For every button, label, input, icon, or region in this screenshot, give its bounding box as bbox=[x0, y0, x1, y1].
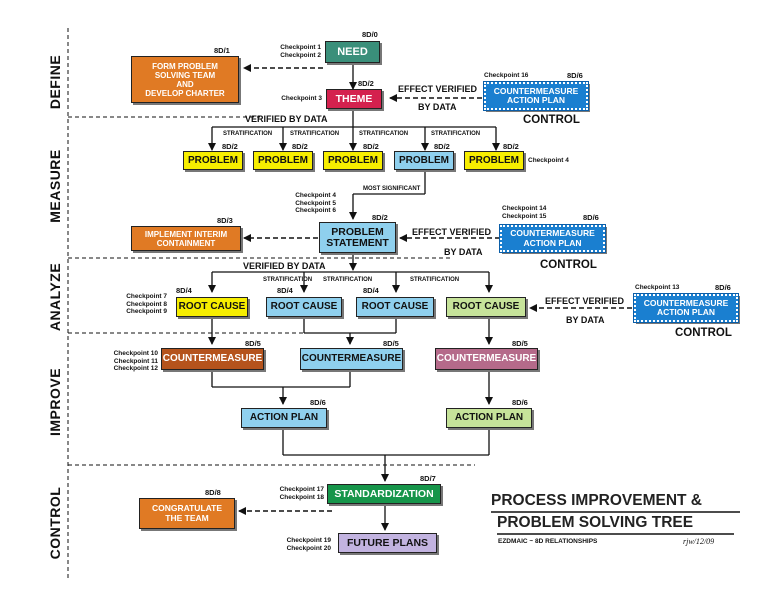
phase-define-label: DEFINE bbox=[47, 54, 63, 110]
phase-control-label: CONTROL bbox=[47, 486, 63, 560]
verified-by-data-label-1: VERIFIED BY DATA bbox=[245, 114, 328, 124]
countermeasure-action-plan-2: COUNTERMEASURE ACTION PLAN bbox=[499, 224, 606, 253]
stratification-label-1: STRATIFICATION bbox=[223, 131, 273, 137]
code-8d5-a: 8D/5 bbox=[245, 339, 261, 348]
form-team-box: FORM PROBLEM SOLVING TEAM AND DEVELOP CH… bbox=[131, 56, 239, 103]
phase-measure-label: MEASURE bbox=[47, 149, 63, 223]
code-8d1: 8D/1 bbox=[214, 46, 230, 55]
code-8d4-b: 8D/4 bbox=[277, 286, 293, 295]
diagram-subtitle: EZDMAIC ~ 8D RELATIONSHIPS bbox=[498, 538, 598, 545]
checkpoint-3: Checkpoint 3 bbox=[281, 95, 322, 102]
diagram-title-line1: PROCESS IMPROVEMENT & bbox=[491, 492, 702, 509]
code-8d2-p4: 8D/2 bbox=[434, 142, 450, 151]
code-8d0: 8D/0 bbox=[362, 30, 378, 39]
standardization-box: STANDARDIZATION bbox=[327, 484, 441, 504]
by-data-label-3: BY DATA bbox=[566, 315, 605, 325]
code-8d4-a: 8D/4 bbox=[176, 286, 192, 295]
checkpoint-19-20: Checkpoint 19 Checkpoint 20 bbox=[286, 537, 331, 552]
code-8d3: 8D/3 bbox=[217, 216, 233, 225]
checkpoint-7-8-9: Checkpoint 7 Checkpoint 8 Checkpoint 9 bbox=[126, 293, 167, 315]
checkpoint-17-18: Checkpoint 17 Checkpoint 18 bbox=[279, 486, 324, 501]
code-8d5-b: 8D/5 bbox=[383, 339, 399, 348]
code-8d6-e: 8D/6 bbox=[512, 398, 528, 407]
by-data-label-2: BY DATA bbox=[444, 247, 483, 257]
code-8d2-ps: 8D/2 bbox=[372, 213, 388, 222]
by-data-label-1: BY DATA bbox=[418, 102, 457, 112]
countermeasure-box-1: COUNTERMEASURE bbox=[161, 348, 264, 370]
problem-box-2: PROBLEM bbox=[253, 151, 313, 170]
root-cause-box-2: ROOT CAUSE bbox=[266, 297, 342, 317]
code-8d7: 8D/7 bbox=[420, 474, 436, 483]
control-label-1: CONTROL bbox=[523, 114, 580, 126]
need-box: NEED bbox=[325, 41, 380, 63]
problem-box-1: PROBLEM bbox=[183, 151, 243, 170]
theme-box: THEME bbox=[326, 89, 382, 109]
code-8d2-p1: 8D/2 bbox=[222, 142, 238, 151]
countermeasure-action-plan-1: COUNTERMEASURE ACTION PLAN bbox=[483, 81, 589, 111]
problem-statement-box: PROBLEM STATEMENT bbox=[319, 222, 396, 253]
code-8d2-p2: 8D/2 bbox=[292, 142, 308, 151]
countermeasure-box-3: COUNTERMEASURE bbox=[435, 348, 538, 370]
stratification-label-7: STRATIFICATION bbox=[410, 277, 460, 283]
stratification-label-4: STRATIFICATION bbox=[431, 131, 481, 137]
signature: rjw/12/09 bbox=[683, 537, 715, 546]
root-cause-box-1: ROOT CAUSE bbox=[176, 297, 248, 317]
problem-box-3: PROBLEM bbox=[323, 151, 383, 170]
verified-by-data-label-2: VERIFIED BY DATA bbox=[243, 261, 326, 271]
code-8d6-c: 8D/6 bbox=[715, 283, 731, 292]
code-8d2-p3: 8D/2 bbox=[363, 142, 379, 151]
effect-verified-label-3: EFFECT VERIFIED bbox=[545, 296, 625, 306]
code-8d2-p5: 8D/2 bbox=[503, 142, 519, 151]
code-8d8: 8D/8 bbox=[205, 488, 221, 497]
future-plans-box: FUTURE PLANS bbox=[338, 533, 437, 553]
code-8d2-theme: 8D/2 bbox=[358, 79, 374, 88]
root-cause-box-4: ROOT CAUSE bbox=[446, 297, 526, 317]
most-significant-label: MOST SIGNIFICANT bbox=[363, 186, 421, 192]
action-plan-box-1: ACTION PLAN bbox=[241, 408, 327, 428]
countermeasure-box-2: COUNTERMEASURE bbox=[300, 348, 403, 370]
action-plan-box-2: ACTION PLAN bbox=[446, 408, 532, 428]
code-8d6-b: 8D/6 bbox=[583, 213, 599, 222]
stratification-label-3: STRATIFICATION bbox=[359, 131, 409, 137]
control-label-3: CONTROL bbox=[675, 327, 732, 339]
congratulate-box: CONGRATULATE THE TEAM bbox=[139, 498, 235, 529]
countermeasure-action-plan-3: COUNTERMEASURE ACTION PLAN bbox=[633, 293, 739, 323]
checkpoint-10-11-12: Checkpoint 10 Checkpoint 11 Checkpoint 1… bbox=[113, 350, 158, 372]
checkpoint-13: Checkpoint 13 bbox=[635, 284, 680, 291]
stratification-label-5: STRATIFICATION bbox=[263, 277, 313, 283]
effect-verified-label-1: EFFECT VERIFIED bbox=[398, 84, 478, 94]
interim-containment-box: IMPLEMENT INTERIM CONTAINMENT bbox=[131, 226, 241, 251]
checkpoint-4-5-6: Checkpoint 4 Checkpoint 5 Checkpoint 6 bbox=[295, 192, 336, 214]
effect-verified-label-2: EFFECT VERIFIED bbox=[412, 227, 492, 237]
checkpoint-16: Checkpoint 16 bbox=[484, 72, 529, 79]
stratification-label-2: STRATIFICATION bbox=[290, 131, 340, 137]
root-cause-box-3: ROOT CAUSE bbox=[356, 297, 434, 317]
phase-analyze-label: ANALYZE bbox=[47, 262, 63, 332]
diagram-title-line2: PROBLEM SOLVING TREE bbox=[497, 514, 694, 531]
phase-improve-label: IMPROVE bbox=[47, 367, 63, 437]
problem-box-4: PROBLEM bbox=[394, 151, 454, 170]
control-label-2: CONTROL bbox=[540, 259, 597, 271]
code-8d6-d: 8D/6 bbox=[310, 398, 326, 407]
checkpoint-14-15: Checkpoint 14 Checkpoint 15 bbox=[502, 205, 547, 220]
checkpoint-1-2: Checkpoint 1 Checkpoint 2 bbox=[280, 44, 321, 59]
code-8d4-c: 8D/4 bbox=[363, 286, 379, 295]
problem-box-5: PROBLEM bbox=[464, 151, 524, 170]
stratification-label-6: STRATIFICATION bbox=[323, 277, 373, 283]
code-8d6-a: 8D/6 bbox=[567, 71, 583, 80]
code-8d5-c: 8D/5 bbox=[512, 339, 528, 348]
checkpoint-4-side: Checkpoint 4 bbox=[528, 157, 569, 164]
